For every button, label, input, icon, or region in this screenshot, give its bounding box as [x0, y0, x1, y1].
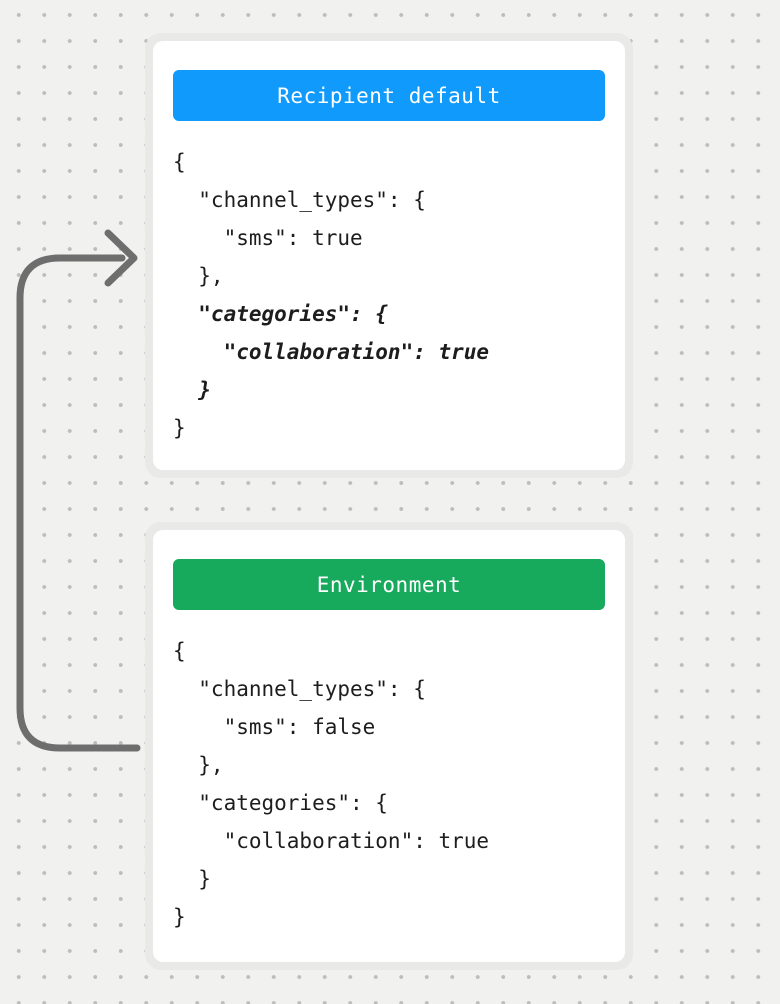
- recipient-default-header-label: Recipient default: [277, 83, 501, 108]
- code-line: }: [173, 867, 211, 891]
- code-line: {: [173, 639, 186, 663]
- code-line: {: [173, 150, 186, 174]
- flow-arrow-head: [104, 229, 138, 287]
- code-line: "channel_types": {: [173, 677, 426, 701]
- code-line: "sms": false: [173, 715, 376, 739]
- card-environment-body: Environment { "channel_types": { "sms": …: [153, 530, 625, 962]
- card-environment: Environment { "channel_types": { "sms": …: [145, 522, 633, 970]
- code-line: "categories": {: [173, 791, 388, 815]
- recipient-default-header: Recipient default: [173, 70, 605, 121]
- recipient-default-code-block: { "channel_types": { "sms": true }, "cat…: [173, 143, 605, 447]
- flow-arrow-line: [16, 254, 141, 752]
- code-line: }: [173, 905, 186, 929]
- code-line: },: [173, 753, 224, 777]
- environment-header-label: Environment: [316, 572, 462, 597]
- code-line: "channel_types": {: [173, 188, 426, 212]
- code-line: "categories": {: [173, 302, 388, 326]
- code-line: },: [173, 264, 224, 288]
- environment-code-block: { "channel_types": { "sms": false }, "ca…: [173, 632, 605, 936]
- card-recipient-default-body: Recipient default { "channel_types": { "…: [153, 41, 625, 470]
- code-line: "collaboration": true: [173, 829, 490, 853]
- code-line: "collaboration": true: [173, 340, 490, 364]
- card-recipient-default: Recipient default { "channel_types": { "…: [145, 33, 633, 478]
- code-line: }: [173, 378, 211, 402]
- code-line: "sms": true: [173, 226, 363, 250]
- environment-header: Environment: [173, 559, 605, 610]
- code-line: }: [173, 416, 186, 440]
